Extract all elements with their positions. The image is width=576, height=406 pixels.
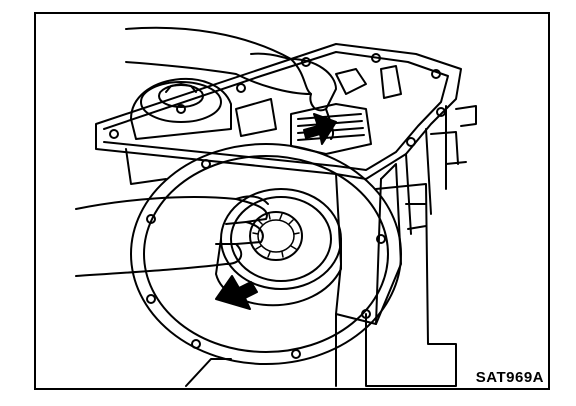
gear-icon xyxy=(253,214,299,257)
hand-icon xyxy=(76,196,268,276)
oil-pump-icon xyxy=(216,189,341,305)
figure-frame: SAT969A xyxy=(34,12,550,390)
arrow-icon xyxy=(304,114,336,144)
figure-code: SAT969A xyxy=(475,369,544,386)
converter-housing xyxy=(131,144,401,364)
arrow-icon xyxy=(216,276,257,309)
transmission-illustration xyxy=(36,14,548,388)
